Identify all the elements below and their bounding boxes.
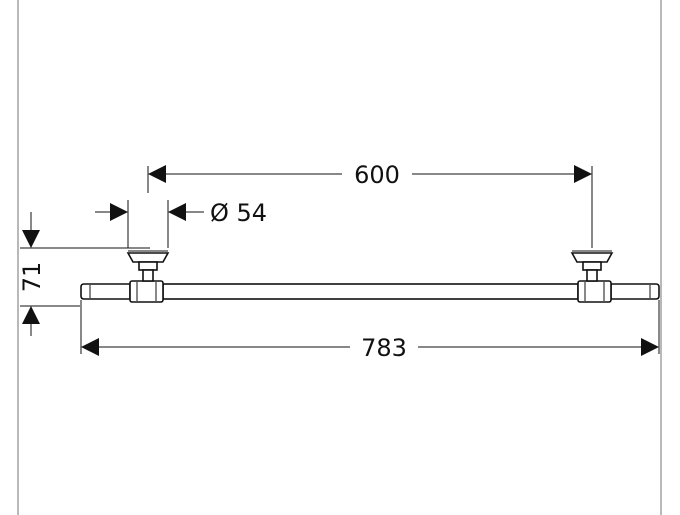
left-wall-mount — [126, 250, 170, 282]
right-wall-mount — [570, 250, 614, 282]
dimension-71: 71 — [18, 212, 150, 336]
dimension-600: 600 — [147, 161, 593, 248]
dimension-label-diameter: Ø 54 — [210, 199, 267, 227]
dimension-783: 783 — [80, 300, 660, 362]
left-end-section — [80, 280, 164, 303]
towel-rail — [80, 250, 660, 303]
dimension-label-783: 783 — [361, 334, 407, 362]
dimension-label-600: 600 — [354, 161, 400, 189]
dimension-diameter: Ø 54 — [95, 199, 267, 248]
dimension-label-71: 71 — [18, 262, 46, 293]
right-end-section — [577, 280, 660, 303]
rail-bar — [162, 283, 579, 300]
